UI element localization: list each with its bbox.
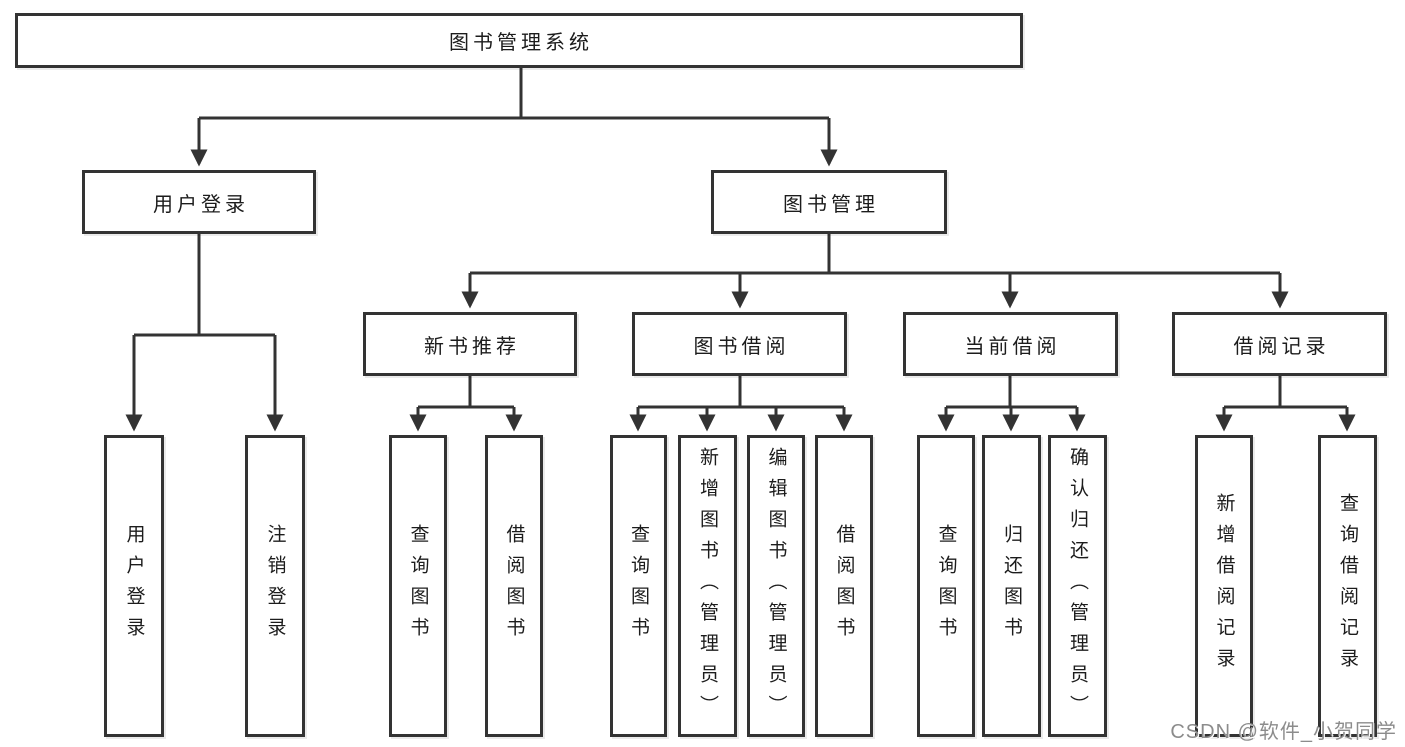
leaf-current-query-book-label: 查询图书 [935,524,957,648]
leaf-borrow-edit-book-admin-label: 编辑图书（管理员） [765,446,787,726]
node-borrow-records: 借阅记录 [1172,312,1387,376]
node-borrow-records-label: 借阅记录 [1233,335,1330,358]
node-current-borrow: 当前借阅 [903,312,1118,376]
leaf-borrow-borrow-book-label: 借阅图书 [833,524,855,648]
node-book-management-label: 图书管理 [783,193,879,216]
csdn-watermark: CSDN @软件_小贺同学 [1170,721,1397,743]
node-book-borrow: 图书借阅 [632,312,847,376]
node-new-book-recommend: 新书推荐 [363,312,577,376]
leaf-current-return-book-label: 归还图书 [1001,524,1022,648]
node-new-book-recommend-label: 新书推荐 [424,335,520,358]
node-root: 图书管理系统 [15,13,1023,68]
leaf-recommend-query-book-label: 查询图书 [407,524,429,648]
leaf-recommend-borrow-book: 借阅图书 [485,435,543,737]
leaf-user-login-label: 用户登录 [123,524,145,648]
leaf-borrow-borrow-book: 借阅图书 [815,435,873,737]
leaf-logout: 注销登录 [245,435,305,737]
leaf-logout-label: 注销登录 [264,524,286,648]
leaf-records-add-record: 新增借阅记录 [1195,435,1253,737]
node-book-management: 图书管理 [711,170,947,234]
leaf-records-add-record-label: 新增借阅记录 [1213,493,1235,679]
leaf-borrow-query-book: 查询图书 [610,435,667,737]
leaf-records-query-record: 查询借阅记录 [1318,435,1377,737]
node-user-login: 用户登录 [82,170,316,234]
leaf-current-confirm-return-admin: 确认归还（管理员） [1048,435,1107,737]
leaf-user-login: 用户登录 [104,435,164,737]
leaf-borrow-query-book-label: 查询图书 [628,524,649,648]
node-current-borrow-label: 当前借阅 [964,335,1061,358]
node-book-borrow-label: 图书借阅 [693,335,790,358]
node-root-label: 图书管理系统 [449,32,593,54]
leaf-current-query-book: 查询图书 [917,435,975,737]
leaf-current-confirm-return-admin-label: 确认归还（管理员） [1067,446,1088,726]
leaf-recommend-borrow-book-label: 借阅图书 [503,524,525,648]
node-user-login-label: 用户登录 [153,193,249,216]
leaf-borrow-edit-book-admin: 编辑图书（管理员） [747,435,805,737]
leaf-current-return-book: 归还图书 [982,435,1041,737]
leaf-records-query-record-label: 查询借阅记录 [1337,493,1358,679]
leaf-borrow-add-book-admin: 新增图书（管理员） [678,435,737,737]
leaf-recommend-query-book: 查询图书 [389,435,447,737]
leaf-borrow-add-book-admin-label: 新增图书（管理员） [697,446,718,726]
